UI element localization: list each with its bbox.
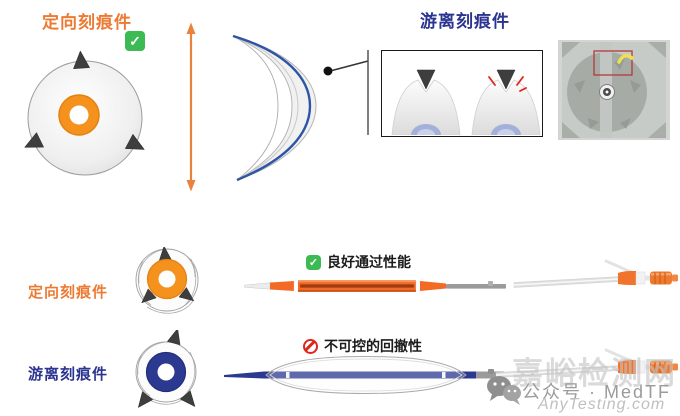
check-mark-icon: ✓ <box>125 31 145 51</box>
balloon-outline <box>265 355 467 395</box>
catheter-hub-photo-row1 <box>488 259 678 288</box>
prohibited-icon <box>303 338 318 354</box>
row-free-label: 游离刻痕件 <box>28 366 109 383</box>
balloon-profile-crescent <box>232 34 317 182</box>
vertical-double-arrow-icon <box>186 22 196 192</box>
watermark-wechat-account: 公众号 · MedTF <box>522 382 672 402</box>
scoring-triangle-icon <box>496 69 516 90</box>
watermark-site: AnyTesting.com <box>538 396 666 413</box>
row1-status: ✓ 良好通过性能 <box>306 252 411 272</box>
free-catheter-balloon-drawing <box>224 355 504 395</box>
micro-ct-drawing <box>558 40 670 140</box>
free-triangles-outside <box>138 330 196 408</box>
check-glyph: ✓ <box>308 256 319 269</box>
scoring-triangle-icon <box>416 69 436 90</box>
scoring-triangles <box>24 51 145 150</box>
vessel-dome-1 <box>391 79 461 136</box>
scoring-wire-blue-curve <box>232 34 312 182</box>
highlight-rectangle-red <box>593 50 633 76</box>
scoring-triangles-inside <box>141 247 195 304</box>
row-directional-label: 定向刻痕件 <box>28 284 109 301</box>
row2-status-text: 不可控的回撤性 <box>324 338 422 354</box>
directional-catheter-drawing <box>244 280 506 292</box>
free-scoring-title: 游离刻痕件 <box>420 12 510 31</box>
watermark-brand: 嘉峪检测网 <box>512 356 677 391</box>
injury-marks-red <box>488 76 527 92</box>
directional-balloon-cross-section-icon <box>24 51 145 176</box>
vessel-scoring-illustration <box>391 69 541 136</box>
directional-scoring-title: 定向刻痕件 <box>42 13 132 32</box>
callout-pointer <box>323 50 369 135</box>
folded-balloon-directional-icon <box>135 247 199 314</box>
check-mark-icon: ✓ <box>306 254 321 270</box>
vessel-dome-2 <box>471 79 541 136</box>
micro-ct-image <box>558 40 670 140</box>
folded-balloon-free-icon <box>135 330 197 408</box>
scoring-detail-box <box>381 50 543 137</box>
row1-status-text: 良好通过性能 <box>327 254 411 270</box>
row2-status: 不可控的回撤性 <box>303 336 422 356</box>
wechat-icon <box>487 376 521 405</box>
balloon-fold-shadows <box>574 58 641 129</box>
hub-cone <box>618 360 636 374</box>
catheter-hub-photo-row2 <box>488 348 678 378</box>
hub-cone <box>618 271 636 285</box>
highlight-arrow-yellow <box>617 54 634 64</box>
check-glyph: ✓ <box>129 32 141 49</box>
